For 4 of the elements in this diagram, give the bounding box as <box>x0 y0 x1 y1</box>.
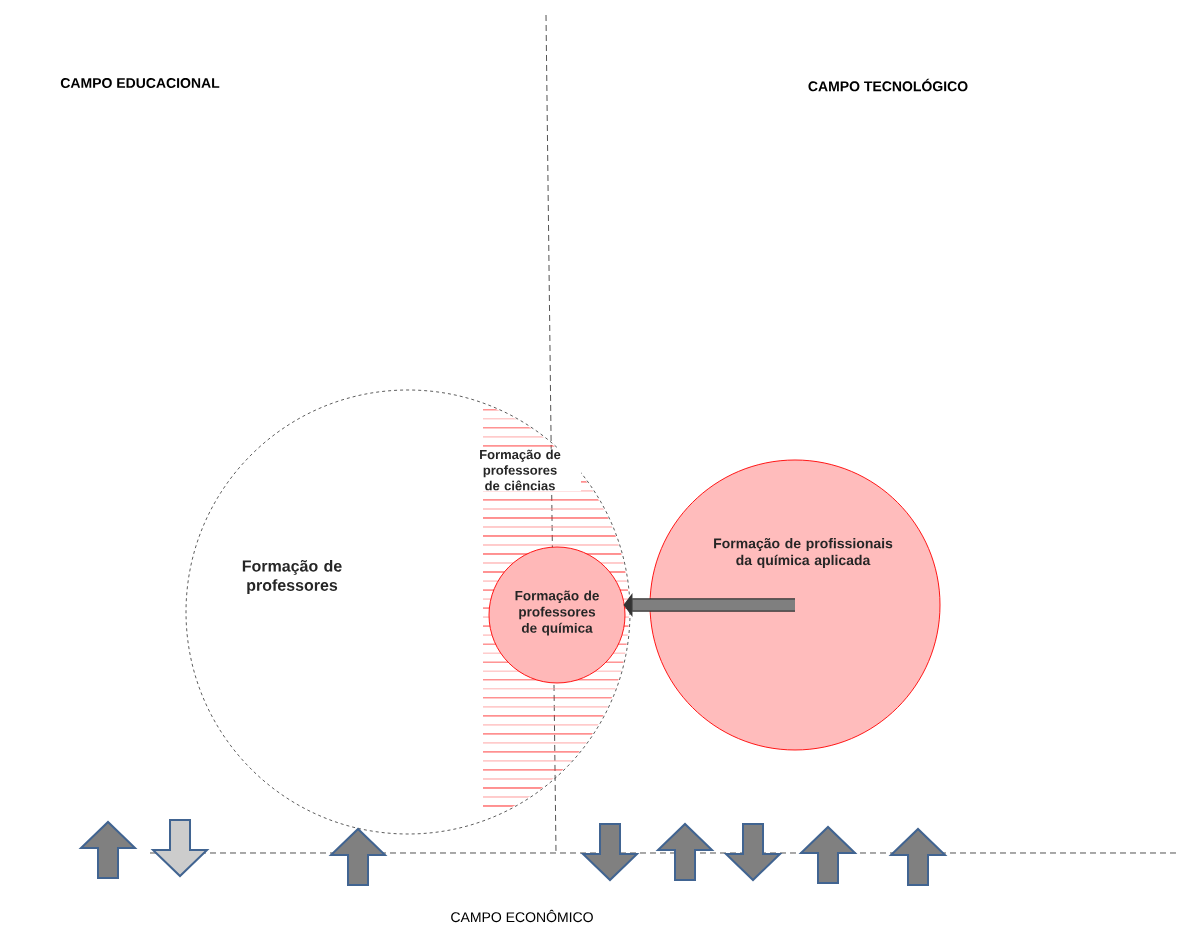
field-label: CAMPO TECNOLÓGICO <box>808 78 968 92</box>
field-label: CAMPO EDUCACIONAL <box>60 78 220 88</box>
field-label: CAMPO ECONÔMICO <box>451 909 593 923</box>
node-label: Formação de professores de ciências <box>480 449 561 491</box>
